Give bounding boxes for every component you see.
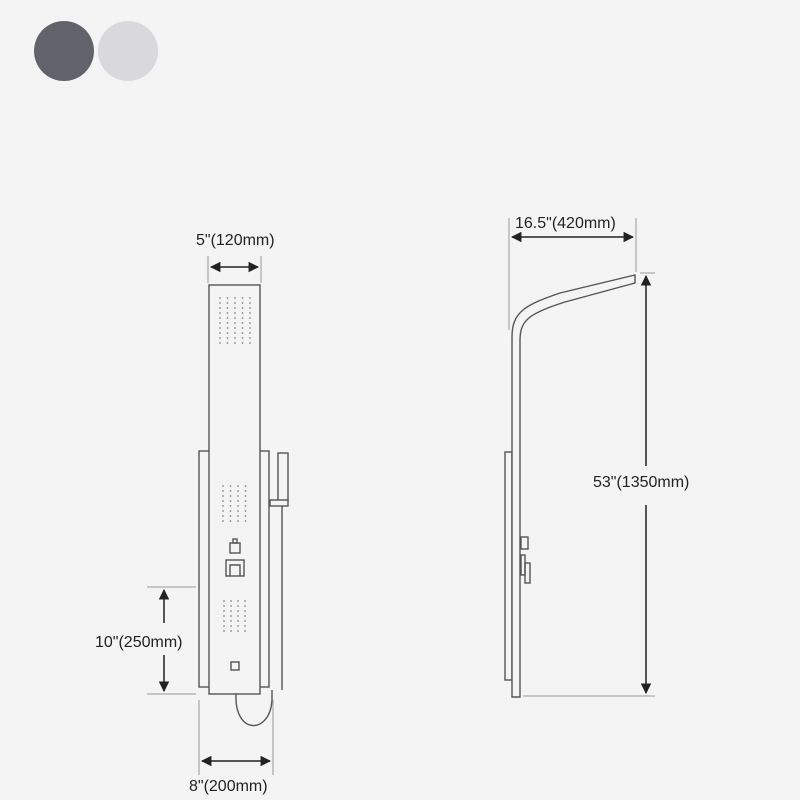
front-dimensions xyxy=(147,256,274,775)
label-width-bottom: 8"(200mm) xyxy=(189,778,268,795)
side-dimensions xyxy=(508,218,655,697)
swatch-light-gray[interactable] xyxy=(98,21,158,81)
side-view xyxy=(504,274,636,698)
label-width-top: 5"(120mm) xyxy=(196,232,275,249)
swatch-dark-gray[interactable] xyxy=(34,21,94,81)
label-section-height: 10"(250mm) xyxy=(95,634,183,651)
label-depth: 16.5"(420mm) xyxy=(515,215,616,232)
front-view xyxy=(198,284,289,727)
nozzle-grids xyxy=(219,297,251,632)
label-height: 53"(1350mm) xyxy=(593,474,690,491)
